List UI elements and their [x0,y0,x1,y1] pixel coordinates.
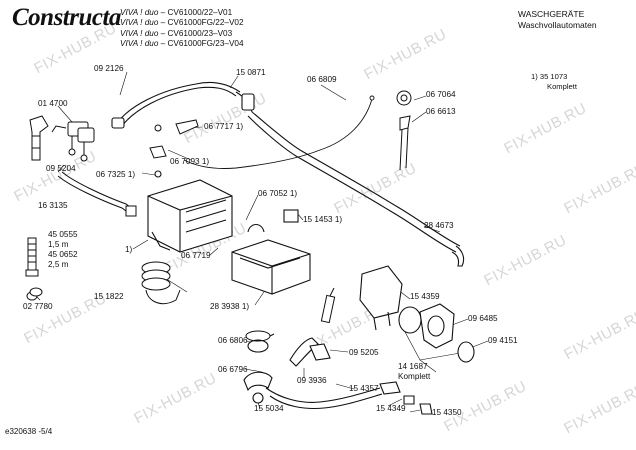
part-label-094151: 09 4151 [488,336,518,345]
part-label-150871: 15 0871 [236,68,266,77]
part-label-067052: 06 7052 1) [258,189,298,198]
part-label-092126: 09 2126 [94,64,124,73]
dispenser-housing [147,170,233,253]
model-line-1: VIVA ! duo – CV61000/22–V01 [120,8,233,17]
part-label-067717: 06 7717 1) [204,122,244,131]
part-label-length-1-5m: 1,5 m [48,240,69,249]
part-label-284673: 28 4673 [424,221,454,230]
part-label-163135: 16 3135 [38,201,68,210]
document-id: e320638 -5/4 [5,427,53,436]
part-label-283938: 28 3938 1) [210,302,250,311]
footnote-part: 1) 35 1073 [531,72,568,81]
part-label-154357: 15 4357 [349,384,379,393]
part-label-067093: 06 7093 1) [170,157,210,166]
inlet-hose [111,81,465,267]
part-label-095205: 09 5205 [349,348,379,357]
detergent-drawer [231,209,311,295]
part-label-151822: 15 1822 [94,292,124,301]
bellows-hose [141,261,181,305]
part-label-066613: 06 6613 [426,107,456,116]
part-label-066809: 06 6809 [307,75,337,84]
part-label-066796: 06 6796 [218,365,248,374]
hose-163135 [57,171,137,217]
part-label-151453: 15 1453 1) [303,215,343,224]
brand-logo: Constructa [12,4,121,31]
part-label-komplett: Komplett [398,372,431,381]
part-label-093936: 09 3936 [297,376,327,385]
category-block: WASCHGERÄTE Waschvollautomaten [518,9,597,30]
part-label-155034: 15 5034 [254,404,284,413]
part-label-141687: 14 1687 [398,362,428,371]
bracket-small [149,119,199,159]
part-label-length-2-5m: 2,5 m [48,260,69,269]
part-label-450555: 45 0555 [48,230,78,239]
wire-harness [183,95,375,169]
part-label-067719: 06 7719 [181,251,211,260]
model-line-4: VIVA ! duo – CV61000FG/23–V04 [120,38,244,48]
hose-clamp [245,330,275,342]
seal [29,287,43,297]
part-label-154349: 15 4349 [376,404,406,413]
pressure-switch [396,90,412,171]
part-label-066806: 06 6806 [218,336,248,345]
drain-pump [359,265,475,363]
category-subtitle: Waschvollautomaten [518,19,597,30]
footnote-text: Komplett [547,81,577,91]
part-label-154350: 15 4350 [432,408,462,417]
part-label-096485: 09 6485 [468,314,498,323]
footnote: 1) 35 1073 Komplett [531,72,577,91]
part-label-095204: 09 5204 [46,164,76,173]
model-list: VIVA ! duo – CV61000/22–V01 VIVA ! duo –… [120,8,244,49]
drain-hose-lower [243,337,433,415]
part-label-067064: 06 7064 [426,90,456,99]
part-label-027780: 02 7780 [23,302,53,311]
part-label-067325: 06 7325 1) [96,170,136,179]
model-line-3: VIVA ! duo – CV61000/23–V03 [120,28,233,38]
inlet-valve [51,121,95,162]
category-title: WASCHGERÄTE [518,9,585,19]
part-label-154359: 15 4359 [410,292,440,301]
part-label-450652: 45 0652 [48,250,78,259]
hose-elbow [29,115,49,161]
model-line-2: VIVA ! duo – CV61000FG/22–V02 [120,18,244,28]
part-label-footnote-ref: 1) [125,245,133,254]
drain-hose [25,237,39,301]
rod [320,287,336,324]
part-label-014700: 01 4700 [38,99,68,108]
